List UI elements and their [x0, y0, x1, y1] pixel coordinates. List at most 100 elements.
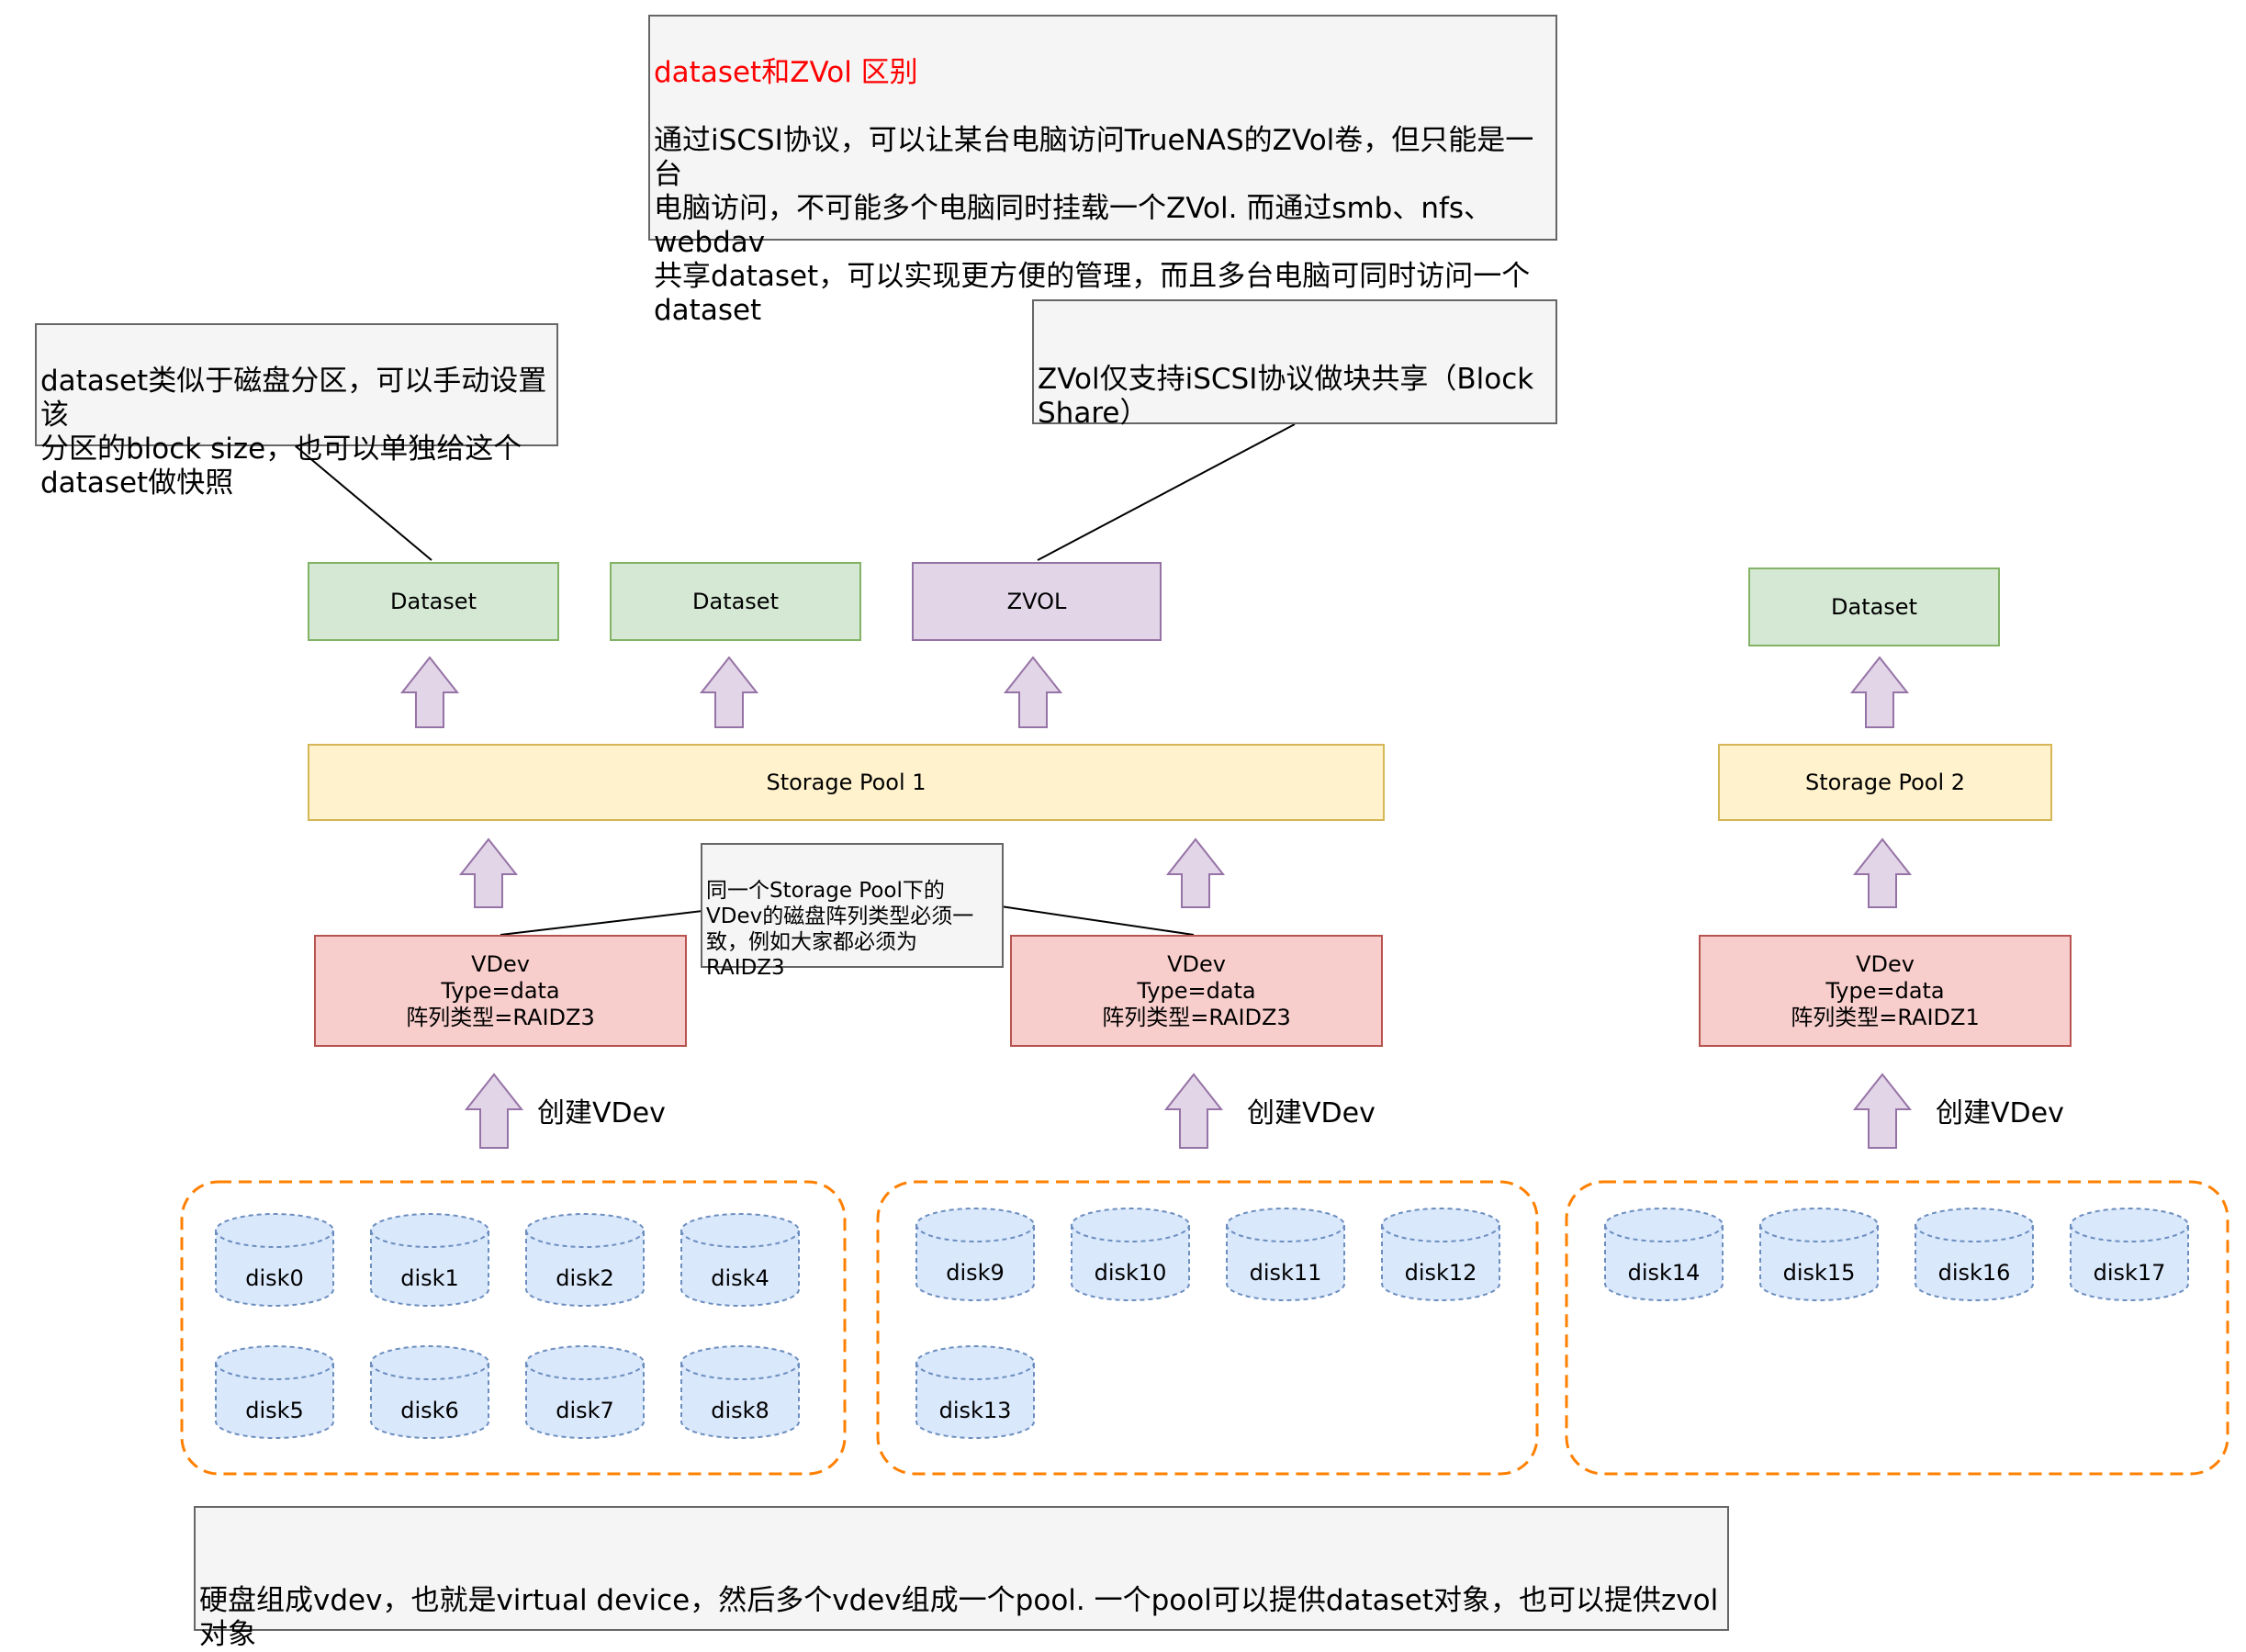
- note-summary-text: 硬盘组成vdev，也就是virtual device，然后多个vdev组成一个p…: [199, 1584, 1719, 1651]
- note-summary: 硬盘组成vdev，也就是virtual device，然后多个vdev组成一个p…: [194, 1506, 1729, 1651]
- disk-cylinder-disk6: [370, 1345, 489, 1439]
- disk-label-disk5: disk5: [245, 1398, 304, 1423]
- disk-label-disk16: disk16: [1937, 1260, 2011, 1286]
- up-arrow-9: [1163, 1073, 1224, 1149]
- dataset-node-1-label: Dataset: [390, 588, 477, 614]
- up-arrow-2: [699, 656, 759, 728]
- disk-top-rim: [215, 1230, 334, 1248]
- vdev-node-3: VDev Type=data 阵列类型=RAIDZ1: [1699, 935, 2072, 1047]
- disk-group-2-frame: [876, 1180, 1539, 1476]
- zvol-node: ZVOL: [912, 562, 1162, 641]
- note-dataset-text: dataset类似于磁盘分区，可以手动设置该 分区的block size，也可以…: [40, 365, 547, 500]
- disk-label-disk7: disk7: [556, 1398, 614, 1423]
- disk-top-rim: [1604, 1224, 1724, 1242]
- connector-zvol-note: [1037, 423, 1296, 561]
- disk-top-rim: [680, 1230, 800, 1248]
- disk-body: [1226, 1208, 1345, 1301]
- disk-cylinder-disk0: [215, 1213, 334, 1307]
- disk-cylinder-disk11: [1226, 1208, 1345, 1301]
- disk-label-disk1: disk1: [400, 1265, 459, 1291]
- disk-cylinder-disk2: [525, 1213, 645, 1307]
- disk-cylinder-disk1: [370, 1213, 489, 1307]
- disk-top-rim: [370, 1230, 489, 1248]
- disk-cylinder-disk10: [1071, 1208, 1190, 1301]
- disk-top-rim: [1381, 1224, 1500, 1242]
- disk-body: [680, 1345, 800, 1439]
- disk-label-disk4: disk4: [711, 1265, 769, 1291]
- disk-top-rim: [525, 1230, 645, 1248]
- disk-cylinder-disk5: [215, 1345, 334, 1439]
- disk-label-disk12: disk12: [1404, 1260, 1477, 1286]
- storage-pool-1: Storage Pool 1: [308, 744, 1385, 821]
- disk-body: [915, 1208, 1035, 1301]
- disk-body: [215, 1345, 334, 1439]
- create-vdev-label-1: 创建VDev: [537, 1097, 666, 1129]
- vdev-node-2: VDev Type=data 阵列类型=RAIDZ3: [1010, 935, 1383, 1047]
- connector-vdev2-rule: [1000, 905, 1195, 936]
- disk-group-1-frame: [180, 1180, 847, 1476]
- up-arrow-8: [464, 1073, 524, 1149]
- disk-top-rim: [1915, 1224, 2034, 1242]
- disk-body: [370, 1345, 489, 1439]
- disk-cylinder-disk7: [525, 1345, 645, 1439]
- disk-label-disk11: disk11: [1249, 1260, 1322, 1286]
- flow-arrows: [399, 656, 1913, 1149]
- disk-body: [915, 1345, 1035, 1439]
- up-arrow-6: [1165, 837, 1226, 908]
- vdev-node-1-label: VDev Type=data 阵列类型=RAIDZ3: [406, 950, 595, 1030]
- disk-top-rim: [215, 1362, 334, 1380]
- note-body: 通过iSCSI协议，可以让某台电脑访问TrueNAS的ZVol卷，但只能是一台 …: [654, 124, 1534, 327]
- zvol-node-label: ZVOL: [1006, 588, 1067, 614]
- disk-label-disk17: disk17: [2093, 1260, 2166, 1286]
- connector-vdev1-rule: [500, 910, 703, 936]
- note-zvol-text: ZVol仅支持iSCSI协议做块共享（Block Share）: [1038, 363, 1534, 430]
- disk-body: [525, 1213, 645, 1307]
- connector-dataset-note: [295, 445, 432, 561]
- disk-cylinder-disk12: [1381, 1208, 1500, 1301]
- disk-group-frames: [180, 1180, 2229, 1476]
- disk-cylinder-disk16: [1915, 1208, 2034, 1301]
- disk-cylinder-disk8: [680, 1345, 800, 1439]
- disk-label-disk2: disk2: [556, 1265, 614, 1291]
- disk-top-rim: [370, 1362, 489, 1380]
- storage-pool-1-label: Storage Pool 1: [766, 769, 926, 795]
- disk-body: [525, 1345, 645, 1439]
- disk-cylinders: [215, 1208, 2189, 1439]
- disk-label-disk8: disk8: [711, 1398, 769, 1423]
- note-title: dataset和ZVol 区别: [654, 56, 918, 89]
- disk-body: [1915, 1208, 2034, 1301]
- dataset-node-2: Dataset: [610, 562, 861, 641]
- note-pool-rule-text: 同一个Storage Pool下的 VDev的磁盘阵列类型必须一 致，例如大家都…: [706, 879, 974, 980]
- create-vdev-label-3: 创建VDev: [1936, 1097, 2064, 1129]
- vdev-node-2-label: VDev Type=data 阵列类型=RAIDZ3: [1102, 950, 1291, 1030]
- disk-body: [370, 1213, 489, 1307]
- disk-label-disk10: disk10: [1094, 1260, 1167, 1286]
- disk-body: [2070, 1208, 2189, 1301]
- disk-body: [1381, 1208, 1500, 1301]
- disk-cylinder-disk15: [1759, 1208, 1879, 1301]
- dataset-node-3-label: Dataset: [1831, 593, 1917, 620]
- up-arrow-4: [1849, 656, 1910, 728]
- up-arrow-5: [458, 837, 519, 908]
- disk-body: [680, 1213, 800, 1307]
- disk-top-rim: [680, 1362, 800, 1380]
- dataset-node-3: Dataset: [1748, 568, 2000, 646]
- storage-pool-2: Storage Pool 2: [1718, 744, 2052, 821]
- storage-pool-2-label: Storage Pool 2: [1804, 769, 1966, 795]
- up-arrow-10: [1852, 1073, 1913, 1149]
- disk-cylinder-disk14: [1604, 1208, 1724, 1301]
- up-arrow-7: [1852, 837, 1913, 908]
- create-vdev-label-2: 创建VDev: [1247, 1097, 1376, 1129]
- disk-label-disk0: disk0: [245, 1265, 304, 1291]
- disk-label-disk13: disk13: [938, 1398, 1012, 1423]
- dataset-node-1: Dataset: [308, 562, 559, 641]
- up-arrow-1: [399, 656, 460, 728]
- dataset-node-2-label: Dataset: [692, 588, 779, 614]
- disk-body: [1759, 1208, 1879, 1301]
- disk-top-rim: [1071, 1224, 1190, 1242]
- disk-label-disk15: disk15: [1782, 1260, 1856, 1286]
- disk-top-rim: [1759, 1224, 1879, 1242]
- disk-cylinder-disk13: [915, 1345, 1035, 1439]
- disk-label-disk14: disk14: [1627, 1260, 1701, 1286]
